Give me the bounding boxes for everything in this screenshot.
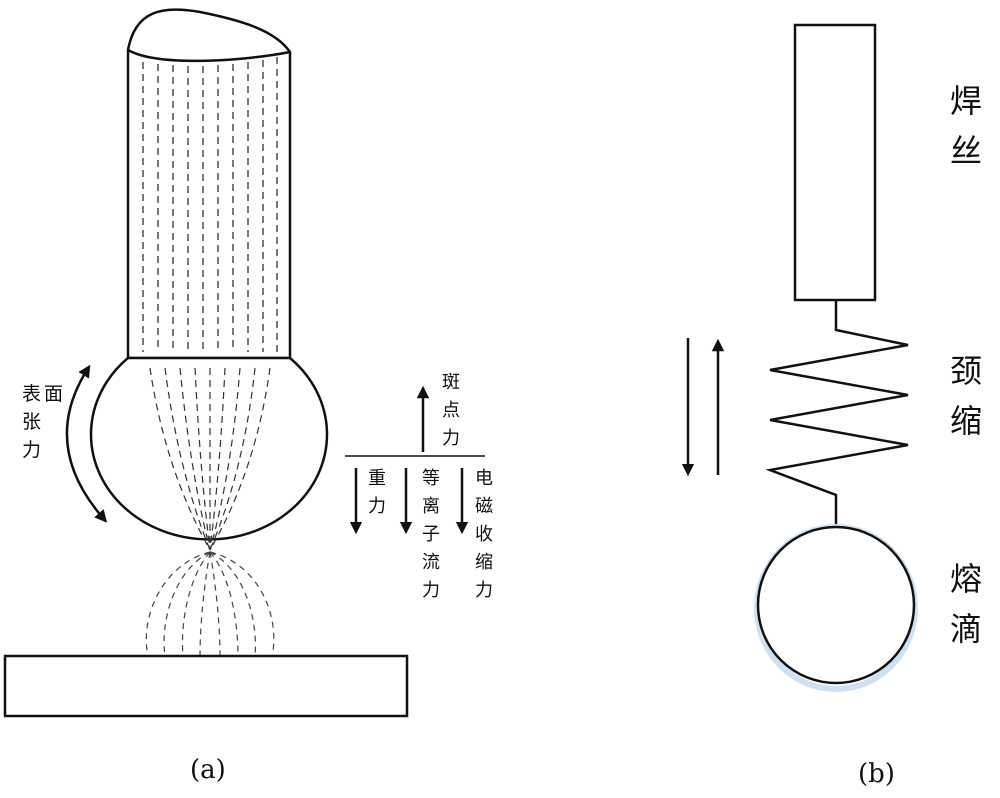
- svg-text:颈: 颈: [950, 352, 982, 390]
- surface-tension-arrow: [65, 364, 108, 523]
- svg-text:力: 力: [442, 428, 460, 449]
- svg-text:流: 流: [422, 552, 440, 573]
- svg-text:力: 力: [475, 580, 493, 601]
- spot-force-label: 斑 点 力: [442, 372, 460, 449]
- svg-text:缩: 缩: [950, 402, 982, 440]
- svg-text:力: 力: [422, 580, 440, 601]
- svg-text:滴: 滴: [950, 610, 982, 648]
- svg-text:离: 离: [422, 496, 440, 517]
- svg-text:熔: 熔: [950, 560, 982, 598]
- gravity-label: 重 力: [368, 468, 386, 517]
- molten-droplet: [89, 356, 329, 551]
- svg-text:重: 重: [368, 468, 386, 489]
- panel-a-caption: (a): [190, 755, 226, 785]
- panel-a: 表 面 张 力 斑 点 力 重 力 等 离 子 流 力: [3, 8, 493, 785]
- svg-text:斑: 斑: [442, 372, 460, 393]
- svg-text:力: 力: [22, 439, 41, 461]
- wire-block: [793, 23, 877, 302]
- electromagnetic-force-label: 电 磁 收 缩 力: [475, 468, 493, 601]
- svg-text:张: 张: [22, 411, 41, 433]
- droplet-circle: [756, 525, 916, 685]
- svg-text:丝: 丝: [950, 132, 982, 170]
- panel-b: 焊 丝 颈 缩 熔 滴 (b): [681, 23, 982, 789]
- svg-text:子: 子: [422, 524, 440, 545]
- svg-text:磁: 磁: [475, 496, 493, 517]
- arc-column: [145, 551, 275, 657]
- svg-text:等: 等: [422, 468, 440, 489]
- svg-text:力: 力: [368, 496, 386, 517]
- wire-label: 焊 丝: [950, 82, 982, 170]
- neck-spring: [765, 300, 909, 525]
- plasma-flow-label: 等 离 子 流 力: [422, 468, 440, 601]
- svg-text:面: 面: [44, 383, 63, 405]
- panel-b-caption: (b): [858, 759, 895, 789]
- neck-label: 颈 缩: [950, 352, 982, 440]
- svg-text:表: 表: [22, 383, 41, 405]
- svg-text:收: 收: [475, 524, 493, 545]
- surface-tension-label: 表 面 张 力: [22, 383, 63, 461]
- svg-text:缩: 缩: [475, 552, 493, 573]
- svg-text:焊: 焊: [950, 82, 982, 120]
- droplet-label: 熔 滴: [950, 560, 982, 648]
- electrode-wire: [126, 8, 292, 360]
- svg-text:电: 电: [475, 468, 493, 489]
- svg-text:点: 点: [442, 400, 460, 421]
- base-plate: [3, 654, 409, 718]
